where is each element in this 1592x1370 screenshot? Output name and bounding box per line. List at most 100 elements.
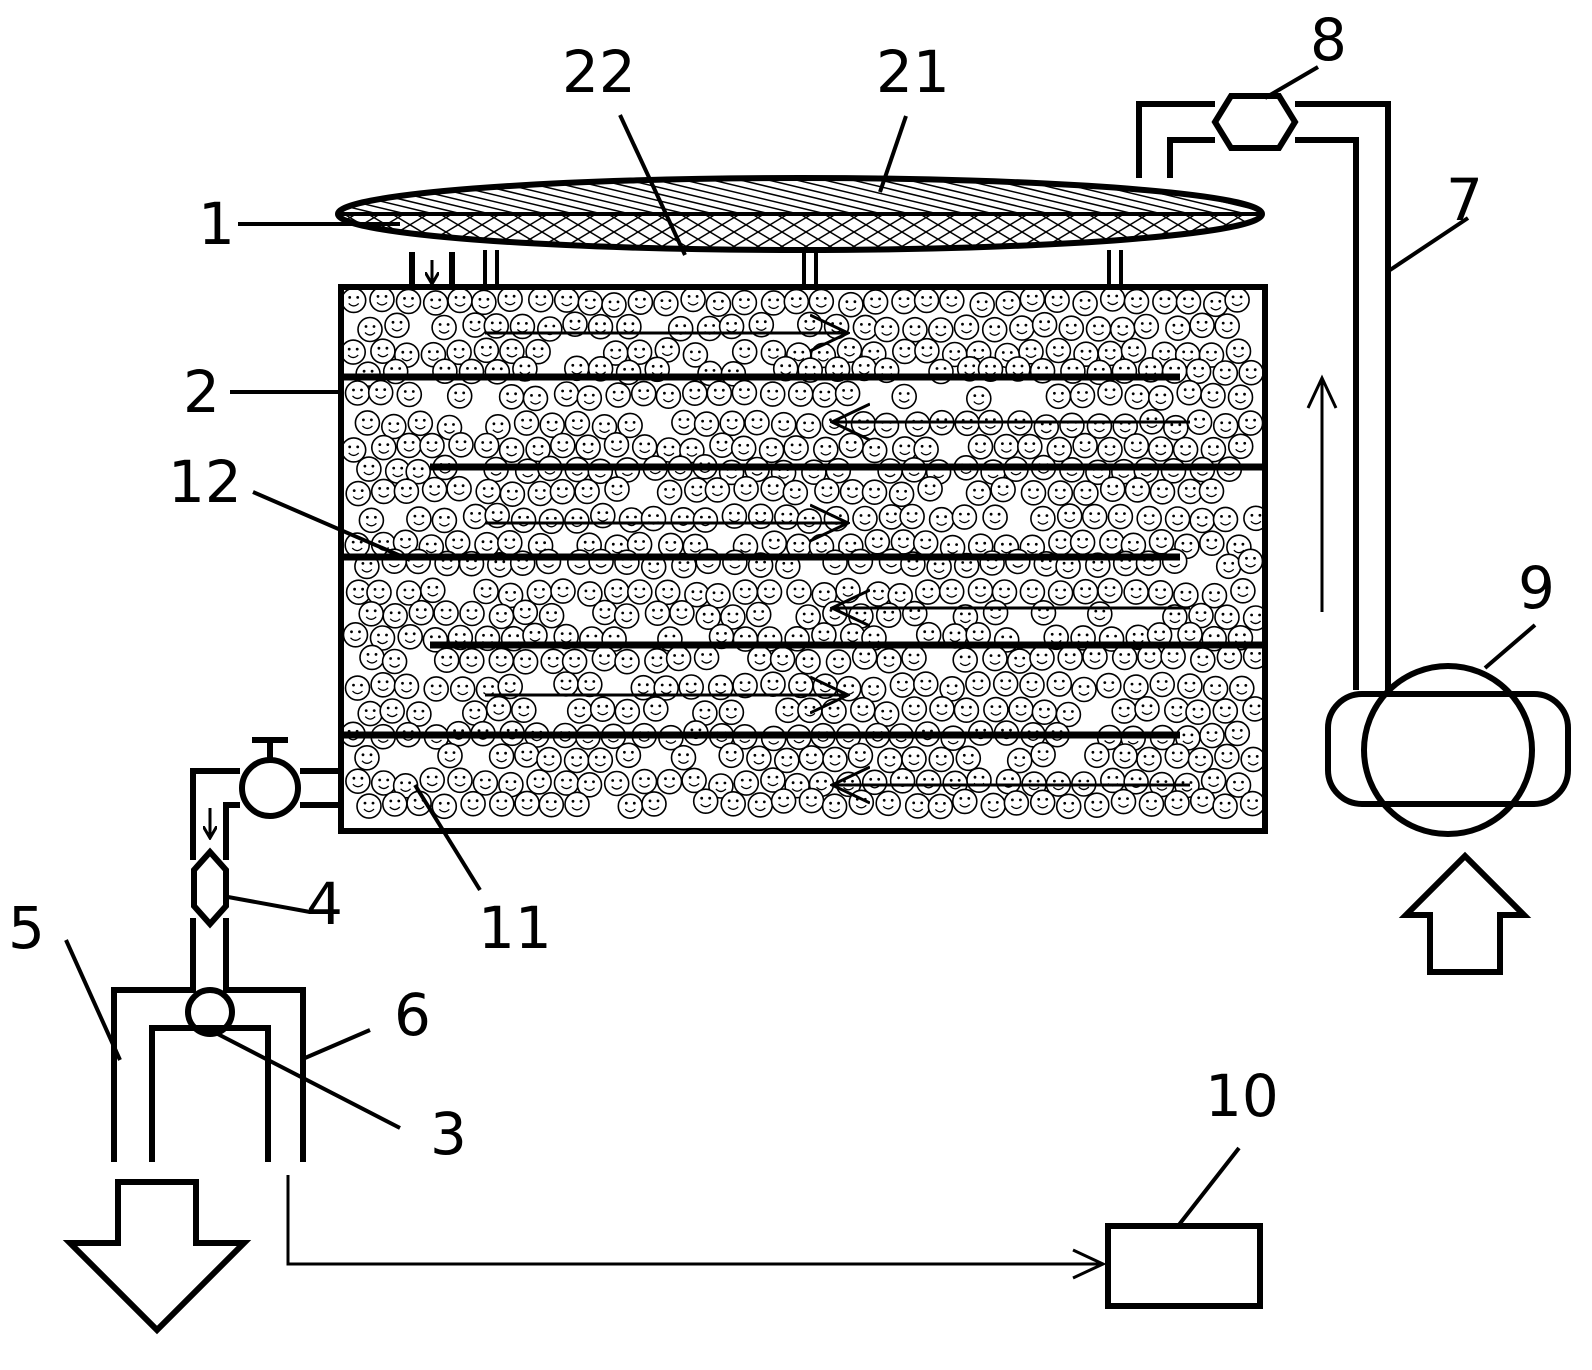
particle	[1173, 582, 1199, 609]
particle	[1201, 582, 1228, 609]
particle	[982, 599, 1009, 626]
particle	[665, 645, 692, 672]
particle	[564, 508, 590, 534]
hatch-line	[1151, 178, 1262, 215]
particle	[1123, 674, 1149, 700]
particle	[603, 578, 630, 605]
particle	[1149, 478, 1176, 505]
particle	[1047, 580, 1074, 606]
particle	[1111, 644, 1138, 671]
particle	[1212, 412, 1239, 439]
hatch-line	[759, 178, 911, 215]
particle	[1071, 676, 1097, 703]
particle	[760, 290, 787, 316]
particle	[605, 382, 632, 408]
particle	[1161, 548, 1188, 575]
particle	[758, 437, 785, 464]
particle	[446, 383, 473, 409]
particle	[522, 385, 549, 412]
hatch-line	[775, 213, 837, 250]
particle	[475, 478, 502, 505]
particle	[1239, 790, 1262, 817]
particle	[626, 579, 653, 605]
particle	[951, 788, 978, 815]
particle	[798, 787, 825, 814]
particle	[498, 771, 524, 798]
particle	[357, 700, 384, 727]
blower	[1325, 663, 1571, 837]
particle	[591, 413, 618, 440]
particle	[811, 382, 838, 408]
hatch-line	[1255, 213, 1262, 250]
particle	[526, 579, 553, 606]
hatch-line	[799, 213, 861, 250]
particle	[951, 504, 978, 530]
hatch-line	[1095, 178, 1247, 215]
particle	[705, 582, 731, 609]
hatch-line	[843, 178, 995, 215]
particle	[576, 771, 603, 798]
hatch-line	[655, 213, 717, 250]
particle	[890, 529, 917, 555]
particle	[873, 316, 900, 343]
flow-arrows	[485, 333, 1190, 785]
particle	[1238, 359, 1262, 386]
lid-inlet-pipe	[409, 252, 455, 290]
particle-bed	[344, 290, 1262, 820]
particle	[488, 791, 515, 817]
particle	[437, 742, 463, 769]
particle	[693, 644, 720, 671]
particle	[380, 413, 407, 440]
particle	[1189, 312, 1215, 339]
particle	[1172, 436, 1199, 463]
particle	[822, 600, 848, 627]
particle	[759, 381, 786, 407]
label-4: 4	[306, 870, 343, 938]
particle	[1057, 644, 1083, 671]
particle	[407, 410, 434, 437]
particle	[1242, 696, 1262, 722]
particle	[747, 792, 774, 818]
particle	[852, 505, 878, 532]
particle	[914, 337, 940, 364]
lid-supports	[483, 250, 1123, 290]
particle	[1185, 358, 1212, 385]
particle	[1190, 647, 1216, 673]
label-8: 8	[1310, 6, 1347, 74]
particle	[1044, 290, 1070, 313]
particle	[344, 675, 371, 701]
particle	[1185, 699, 1211, 726]
particle	[576, 385, 603, 411]
particle	[1148, 385, 1174, 411]
particle	[904, 793, 931, 819]
particle	[1152, 290, 1178, 315]
particle	[967, 577, 994, 604]
particle	[718, 313, 745, 340]
particle	[825, 649, 852, 675]
particle	[1058, 315, 1085, 342]
particle	[1136, 505, 1162, 532]
particle	[536, 316, 563, 342]
particle	[553, 770, 580, 796]
particle	[1055, 701, 1082, 728]
particle	[681, 767, 707, 794]
particle	[939, 290, 965, 314]
particle	[982, 504, 1008, 531]
particle	[678, 674, 705, 700]
particle	[525, 338, 551, 365]
particle	[538, 791, 565, 818]
particle	[1096, 672, 1122, 699]
particle	[692, 507, 719, 533]
particle	[704, 477, 731, 503]
particle	[1069, 382, 1096, 409]
particle	[782, 479, 809, 506]
hatch-line	[871, 178, 1023, 215]
particle	[1020, 479, 1047, 506]
hatch-line	[272, 214, 332, 250]
particle	[995, 290, 1022, 317]
particle	[514, 790, 540, 817]
particle	[1134, 695, 1160, 722]
particle	[617, 793, 644, 820]
particle	[1164, 506, 1191, 532]
particle	[1164, 743, 1191, 769]
